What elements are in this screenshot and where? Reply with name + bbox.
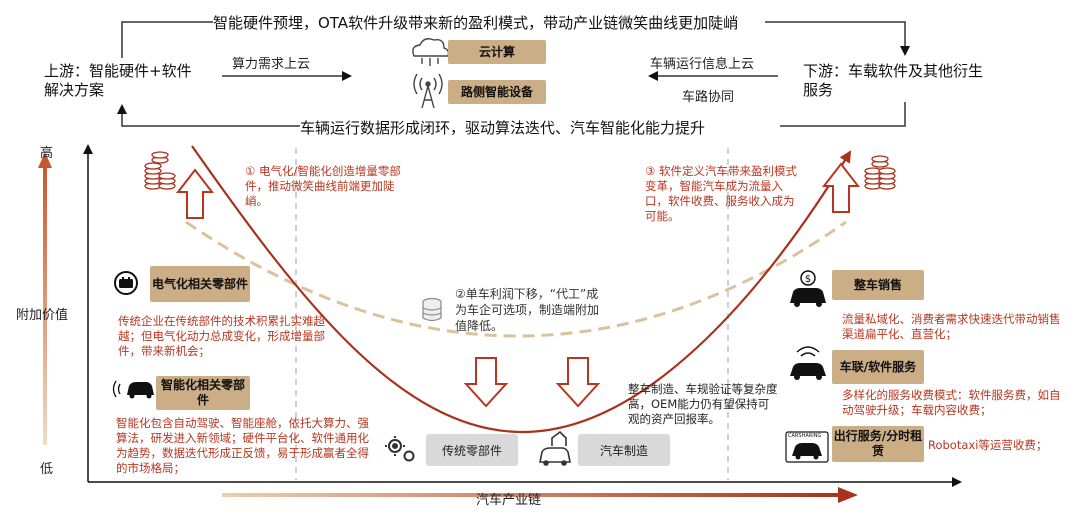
carsharing-icon xyxy=(785,431,829,463)
carsharing-tag: CARSHARING xyxy=(788,433,822,439)
coins-icon-right xyxy=(864,155,896,190)
smart-parts-box: 智能化相关零部件 xyxy=(156,376,250,410)
smile-curve-new xyxy=(191,145,852,434)
manufacturing-desc: 整车制造、车规验证等复杂度高，OEM能力仍有望保持可观的资产回报率。 xyxy=(628,382,778,426)
compute-demand-label: 算力需求上云 xyxy=(232,57,311,72)
bottom-loop-text: 车辆运行数据形成闭环，驱动算法迭代、汽车智能化能力提升 xyxy=(300,119,706,137)
note-1: ① 电气化/智能化创造增量零部件，推动微笑曲线前端更加陡峭。 xyxy=(245,164,401,208)
vehicle-sales-box: 整车销售 xyxy=(832,270,924,300)
x-gradient-arrowhead xyxy=(838,487,858,503)
database-icon xyxy=(422,297,442,322)
x-axis-label: 汽车产业链 xyxy=(476,493,542,508)
y-gradient-bar xyxy=(43,165,47,445)
y-axis-high: 高 xyxy=(40,146,54,161)
smart-car-icon xyxy=(112,380,154,399)
downstream-label: 下游：车载软件及其他衍生服务 xyxy=(803,62,984,99)
roadside-device-box: 路侧智能设备 xyxy=(448,80,546,104)
down-arrow-1 xyxy=(463,357,509,408)
cloud-icon xyxy=(412,38,450,66)
connected-car-icon xyxy=(790,346,826,380)
smile-curve-old xyxy=(185,220,847,338)
vehicle-info-label: 车辆运行信息上云 xyxy=(650,57,755,72)
manufacturing-box: 汽车制造 xyxy=(578,434,670,466)
svg-text:$: $ xyxy=(805,274,811,285)
mobility-service-desc: Robotaxi等运营收费； xyxy=(928,438,1048,452)
y-axis-label: 附加价值 xyxy=(16,308,69,323)
y-gradient-arrowhead xyxy=(38,152,52,168)
traditional-parts-box: 传统零部件 xyxy=(426,434,518,466)
cloud-computing-box: 云计算 xyxy=(448,40,546,64)
connected-service-box: 车联/软件服务 xyxy=(832,350,924,384)
connected-service-desc: 多样化的服务收费模式：软件服务费，如自动驾驶升级；车载内容收费； xyxy=(842,388,1061,417)
battery-car-icon xyxy=(114,271,138,295)
y-axis-low: 低 xyxy=(40,462,54,477)
smart-parts-desc: 智能化包含自动驾驶、智能座舱，依托大算力、强算法，研发进入新领域；硬件平台化、软… xyxy=(116,416,369,475)
car-sale-icon: $ xyxy=(790,270,826,307)
vehicle-sales-desc: 流量私域化、消费者需求快速迭代带动销售渠道扁平化、直营化； xyxy=(842,312,1061,341)
antenna-icon xyxy=(413,73,443,109)
v2x-label: 车路协同 xyxy=(682,90,735,105)
bottom-loop-arrow xyxy=(117,102,906,127)
up-arrow-left xyxy=(175,168,215,219)
down-arrow-2 xyxy=(555,357,601,408)
up-arrow-right xyxy=(821,162,861,213)
factory-car-icon xyxy=(539,430,571,466)
note-3: ③ 软件定义汽车带来盈利模式变革，智能汽车成为流量入口，软件收费、服务收入成为可… xyxy=(645,164,797,223)
top-arrow-text: 智能硬件预埋，OTA软件升级带来新的盈利模式，带动产业链微笑曲线更加陡峭 xyxy=(213,14,739,32)
upstream-label: 上游：智能硬件+软件解决方案 xyxy=(44,62,192,99)
gears-icon xyxy=(385,436,415,462)
coins-icon-left xyxy=(144,151,176,190)
note-2: ②单车利润下移，“代工”成为车企可选项，制造端附加值降低。 xyxy=(455,287,600,333)
electric-parts-desc: 传统企业在传统部件的技术积累扎实难超越；但电气化动力总成变化，形成增量部件，带来… xyxy=(118,314,325,358)
electric-parts-box: 电气化相关零部件 xyxy=(150,266,250,302)
mobility-service-box: 出行服务/分时租赁 xyxy=(832,426,924,462)
top-loop-arrow xyxy=(121,21,910,58)
x-gradient-bar xyxy=(222,493,842,497)
